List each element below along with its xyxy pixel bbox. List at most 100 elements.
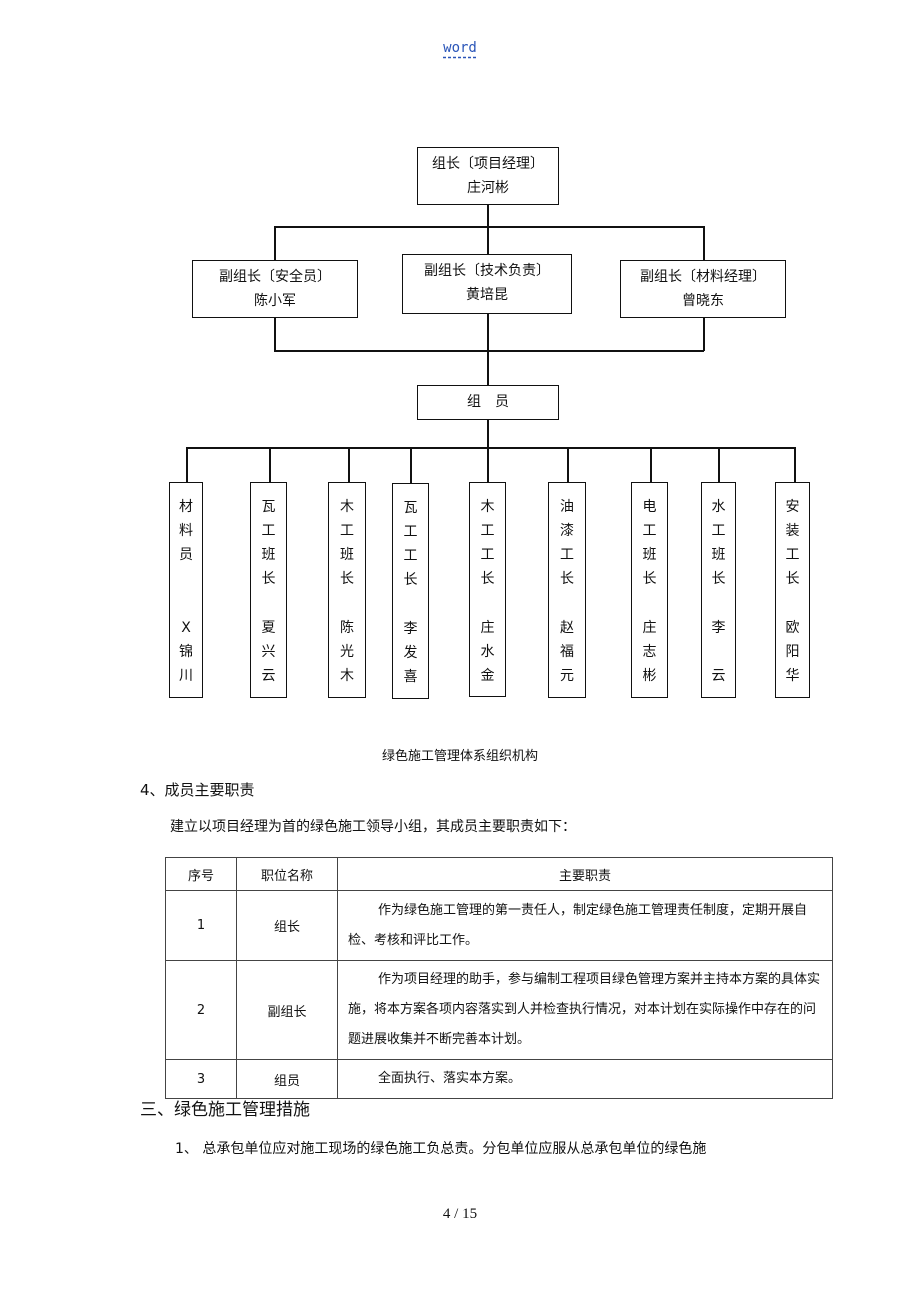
member-name-char: 志 [642, 644, 657, 660]
connector [348, 447, 350, 482]
row-number: 2 [165, 960, 237, 1060]
member-name-char: X [181, 620, 191, 636]
member-name-char: 庄 [642, 620, 657, 636]
member-box: 瓦 工 工 长 李 发 喜 [392, 483, 429, 699]
member-role-char: 班 [642, 547, 657, 563]
member-role-char: 长 [261, 571, 276, 587]
member-role-char: 长 [785, 571, 800, 587]
member-role-char: 工 [480, 547, 495, 563]
connector [487, 226, 489, 255]
member-role-char: 长 [560, 571, 574, 587]
member-name-char: 赵 [560, 620, 574, 636]
deputy-name: 曾晓东 [682, 293, 724, 309]
connector [703, 226, 705, 261]
member-box: 木 工 工 长 庄 水 金 [469, 482, 506, 697]
member-name-char: 夏 [261, 620, 276, 636]
connector [410, 447, 412, 483]
member-box: 木 工 班 长 陈 光 木 [328, 482, 366, 698]
member-name-char: 光 [340, 644, 354, 660]
member-box: 电 工 班 长 庄 志 彬 [631, 482, 668, 698]
member-name-char: 锦 [179, 644, 193, 660]
row-position: 组员 [236, 1059, 338, 1099]
member-role-char: 水 [711, 499, 726, 515]
row-duty: 作为绿色施工管理的第一责任人，制定绿色施工管理责任制度，定期开展自检、考核和评比… [348, 902, 808, 948]
member-name-char: 兴 [261, 644, 276, 660]
member-name-char: 欧 [785, 620, 800, 636]
connector [794, 447, 796, 482]
member-name-char: 李 [711, 620, 726, 636]
member-name-char: 云 [261, 668, 276, 684]
row-position: 副组长 [236, 960, 338, 1060]
member-role-char: 材 [179, 499, 193, 515]
row-duty-cell: 全面执行、落实本方案。 [337, 1059, 833, 1099]
duties-intro-text: 建立以项目经理为首的绿色施工领导小组，其成员主要职责如下： [170, 819, 576, 835]
member-name-char: 川 [179, 668, 193, 684]
table-row: 3 组员 全面执行、落实本方案。 [165, 1059, 833, 1099]
member-role-char: 料 [179, 523, 193, 539]
connector [650, 447, 652, 482]
deputy-name: 陈小军 [254, 293, 296, 309]
table-header-cell: 序号 [165, 857, 237, 891]
table-header-cell: 主要职责 [337, 857, 833, 891]
leader-box: 组长〔项目经理〕 庄河彬 [417, 147, 559, 205]
member-box: 油 漆 工 长 赵 福 元 [548, 482, 586, 698]
connector [274, 226, 704, 228]
deputy-title: 副组长〔技术负责〕 [424, 263, 550, 279]
member-role-char: 工 [340, 523, 354, 539]
row-duty: 作为项目经理的助手，参与编制工程项目绿色管理方案并主持本方案的具体实施，将本方案… [348, 972, 821, 1047]
connector [274, 350, 704, 352]
member-role-char: 油 [560, 499, 574, 515]
member-name-char: 水 [480, 644, 495, 660]
deputy-name: 黄培昆 [466, 287, 508, 303]
member-role-char: 员 [179, 547, 193, 563]
section-heading-duties: 4、成员主要职责 [140, 781, 255, 799]
member-box: 材 料 员 X 锦 川 [169, 482, 203, 698]
member-name-char: 喜 [403, 669, 418, 685]
member-box: 水 工 班 长 李 云 [701, 482, 736, 698]
duties-table: 序号 职位名称 主要职责 1 组长 作为绿色施工管理的第一责任人，制定绿色施工管… [165, 857, 833, 1099]
member-name-char: 福 [560, 644, 574, 660]
members-label-box: 组 员 [417, 385, 559, 420]
deputy-box-safety: 副组长〔安全员〕 陈小军 [192, 260, 358, 318]
row-duty-cell: 作为绿色施工管理的第一责任人，制定绿色施工管理责任制度，定期开展自检、考核和评比… [337, 890, 833, 961]
member-role-char: 瓦 [403, 500, 418, 516]
member-role-char: 工 [560, 547, 574, 563]
member-role-char: 工 [480, 523, 495, 539]
member-role-char: 长 [340, 571, 354, 587]
leader-name: 庄河彬 [467, 180, 509, 196]
section-heading-measures: 三、绿色施工管理措施 [140, 1100, 310, 1120]
member-box: 安 装 工 长 欧 阳 华 [775, 482, 810, 698]
member-role-char: 长 [403, 572, 418, 588]
header-word-link[interactable]: word [443, 40, 477, 56]
members-label: 组 员 [467, 394, 509, 410]
member-name-char: 发 [403, 645, 418, 661]
member-role-char: 班 [261, 547, 276, 563]
row-position: 组长 [236, 890, 338, 961]
connector [718, 447, 720, 482]
member-name-char: 陈 [340, 620, 354, 636]
connector [274, 318, 276, 351]
member-role-char: 木 [340, 499, 354, 515]
connector [487, 350, 489, 386]
page-number: 4 / 15 [442, 1206, 478, 1222]
table-row: 1 组长 作为绿色施工管理的第一责任人，制定绿色施工管理责任制度，定期开展自检、… [165, 890, 833, 961]
member-name-char: 云 [711, 668, 726, 684]
measures-paragraph: 1、 总承包单位应对施工现场的绿色施工负总责。分包单位应服从总承包单位的绿色施 [175, 1141, 707, 1157]
member-role-char: 瓦 [261, 499, 276, 515]
leader-title: 组长〔项目经理〕 [432, 156, 544, 172]
connector [487, 447, 489, 482]
org-chart-caption: 绿色施工管理体系组织机构 [381, 749, 538, 764]
member-role-char: 长 [642, 571, 657, 587]
table-row: 2 副组长 作为项目经理的助手，参与编制工程项目绿色管理方案并主持本方案的具体实… [165, 960, 833, 1060]
member-name-char: 木 [340, 668, 354, 684]
connector [567, 447, 569, 482]
member-role-char: 班 [340, 547, 354, 563]
member-name-char: 华 [785, 668, 800, 684]
deputy-title: 副组长〔安全员〕 [219, 269, 331, 285]
member-role-char: 工 [642, 523, 657, 539]
deputy-box-technical: 副组长〔技术负责〕 黄培昆 [402, 254, 572, 314]
connector [487, 205, 489, 227]
connector [186, 447, 188, 482]
table-header-cell: 职位名称 [236, 857, 338, 891]
member-role-char: 工 [711, 523, 726, 539]
